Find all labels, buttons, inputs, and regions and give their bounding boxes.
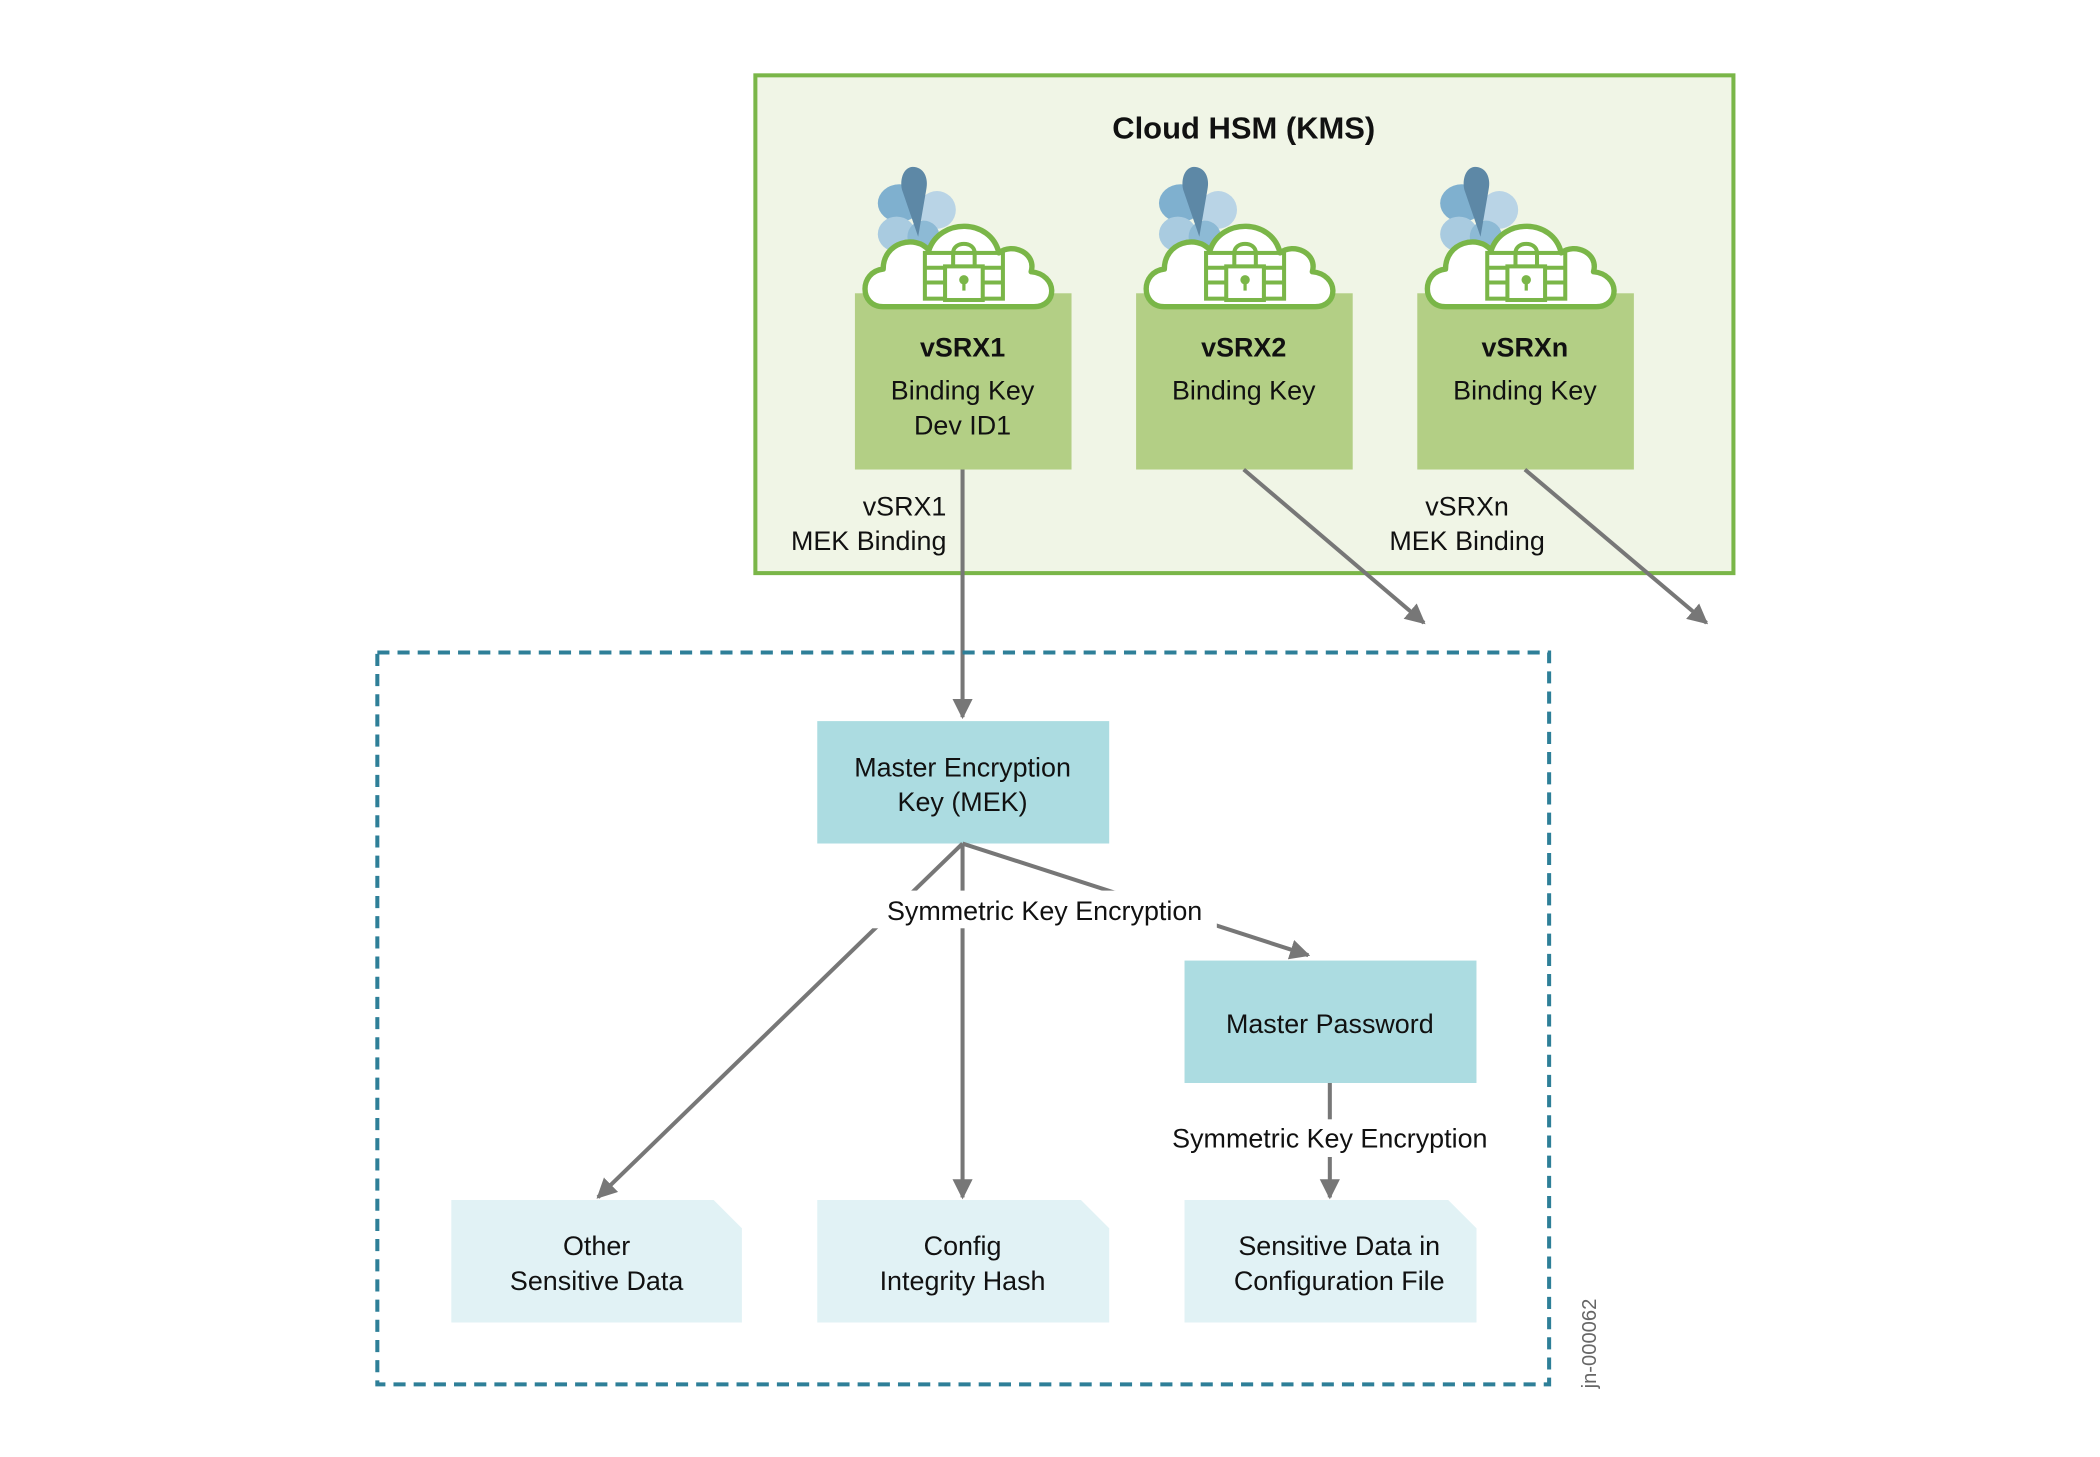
figure-id: jn-000062 — [1579, 1299, 1601, 1390]
doc-line1: Other — [563, 1231, 630, 1261]
vsrx1-binding-label-line1: vSRX1 — [863, 491, 947, 521]
vsrx-node-line2: Dev ID1 — [914, 411, 1011, 441]
doc-other-sensitive-data: Other Sensitive Data — [451, 1200, 742, 1323]
vsrx-node-name: vSRXn — [1482, 333, 1569, 363]
mp-edge-label-bg — [1157, 1119, 1505, 1157]
doc-line2: Configuration File — [1234, 1266, 1445, 1296]
vsrx-node-1: vSRX1 Binding Key Dev ID1 — [854, 167, 1072, 470]
vsrx-node-name: vSRX2 — [1201, 333, 1286, 363]
doc-line1: Config — [924, 1231, 1002, 1261]
doc-line2: Integrity Hash — [880, 1266, 1046, 1296]
vsrx-node-line1: Binding Key — [1172, 376, 1316, 406]
doc-line1: Sensitive Data in — [1238, 1231, 1440, 1261]
doc-line2: Sensitive Data — [510, 1266, 683, 1296]
vsrx-node-line1: Binding Key — [891, 376, 1035, 406]
doc-sensitive-config-file: Sensitive Data in Configuration File — [1184, 1200, 1477, 1323]
vsrxn-binding-label-line1: vSRXn — [1425, 491, 1509, 521]
vsrx-node-name: vSRX1 — [920, 333, 1005, 363]
arrow-vsrx2-binding — [1242, 467, 1426, 625]
master-password-box: Master Password — [1184, 960, 1477, 1083]
arrow-vsrxn-binding — [1523, 467, 1709, 625]
mp-edge-label: Symmetric Key Encryption — [1172, 1124, 1487, 1154]
mek-box: Master Encryption Key (MEK) — [817, 721, 1110, 844]
mek-edge-label-bg — [872, 890, 1217, 929]
device-boundary — [375, 650, 1552, 1387]
mek-line2: Key (MEK) — [898, 787, 1028, 817]
doc-config-integrity-hash: Config Integrity Hash — [817, 1200, 1110, 1323]
vsrx-node-n: vSRXn Binding Key — [1417, 167, 1634, 470]
master-password-label: Master Password — [1226, 1009, 1434, 1039]
vsrx-node-2: vSRX2 Binding Key — [1136, 167, 1353, 470]
vsrx-node-line1: Binding Key — [1453, 376, 1597, 406]
vsrx1-binding-label-line2: MEK Binding — [791, 526, 946, 556]
mek-line1: Master Encryption — [854, 752, 1071, 782]
vsrxn-binding-label-line2: MEK Binding — [1389, 526, 1544, 556]
mek-edge-label: Symmetric Key Encryption — [887, 896, 1202, 926]
cloud-hsm-title: Cloud HSM (KMS) — [1112, 111, 1375, 146]
